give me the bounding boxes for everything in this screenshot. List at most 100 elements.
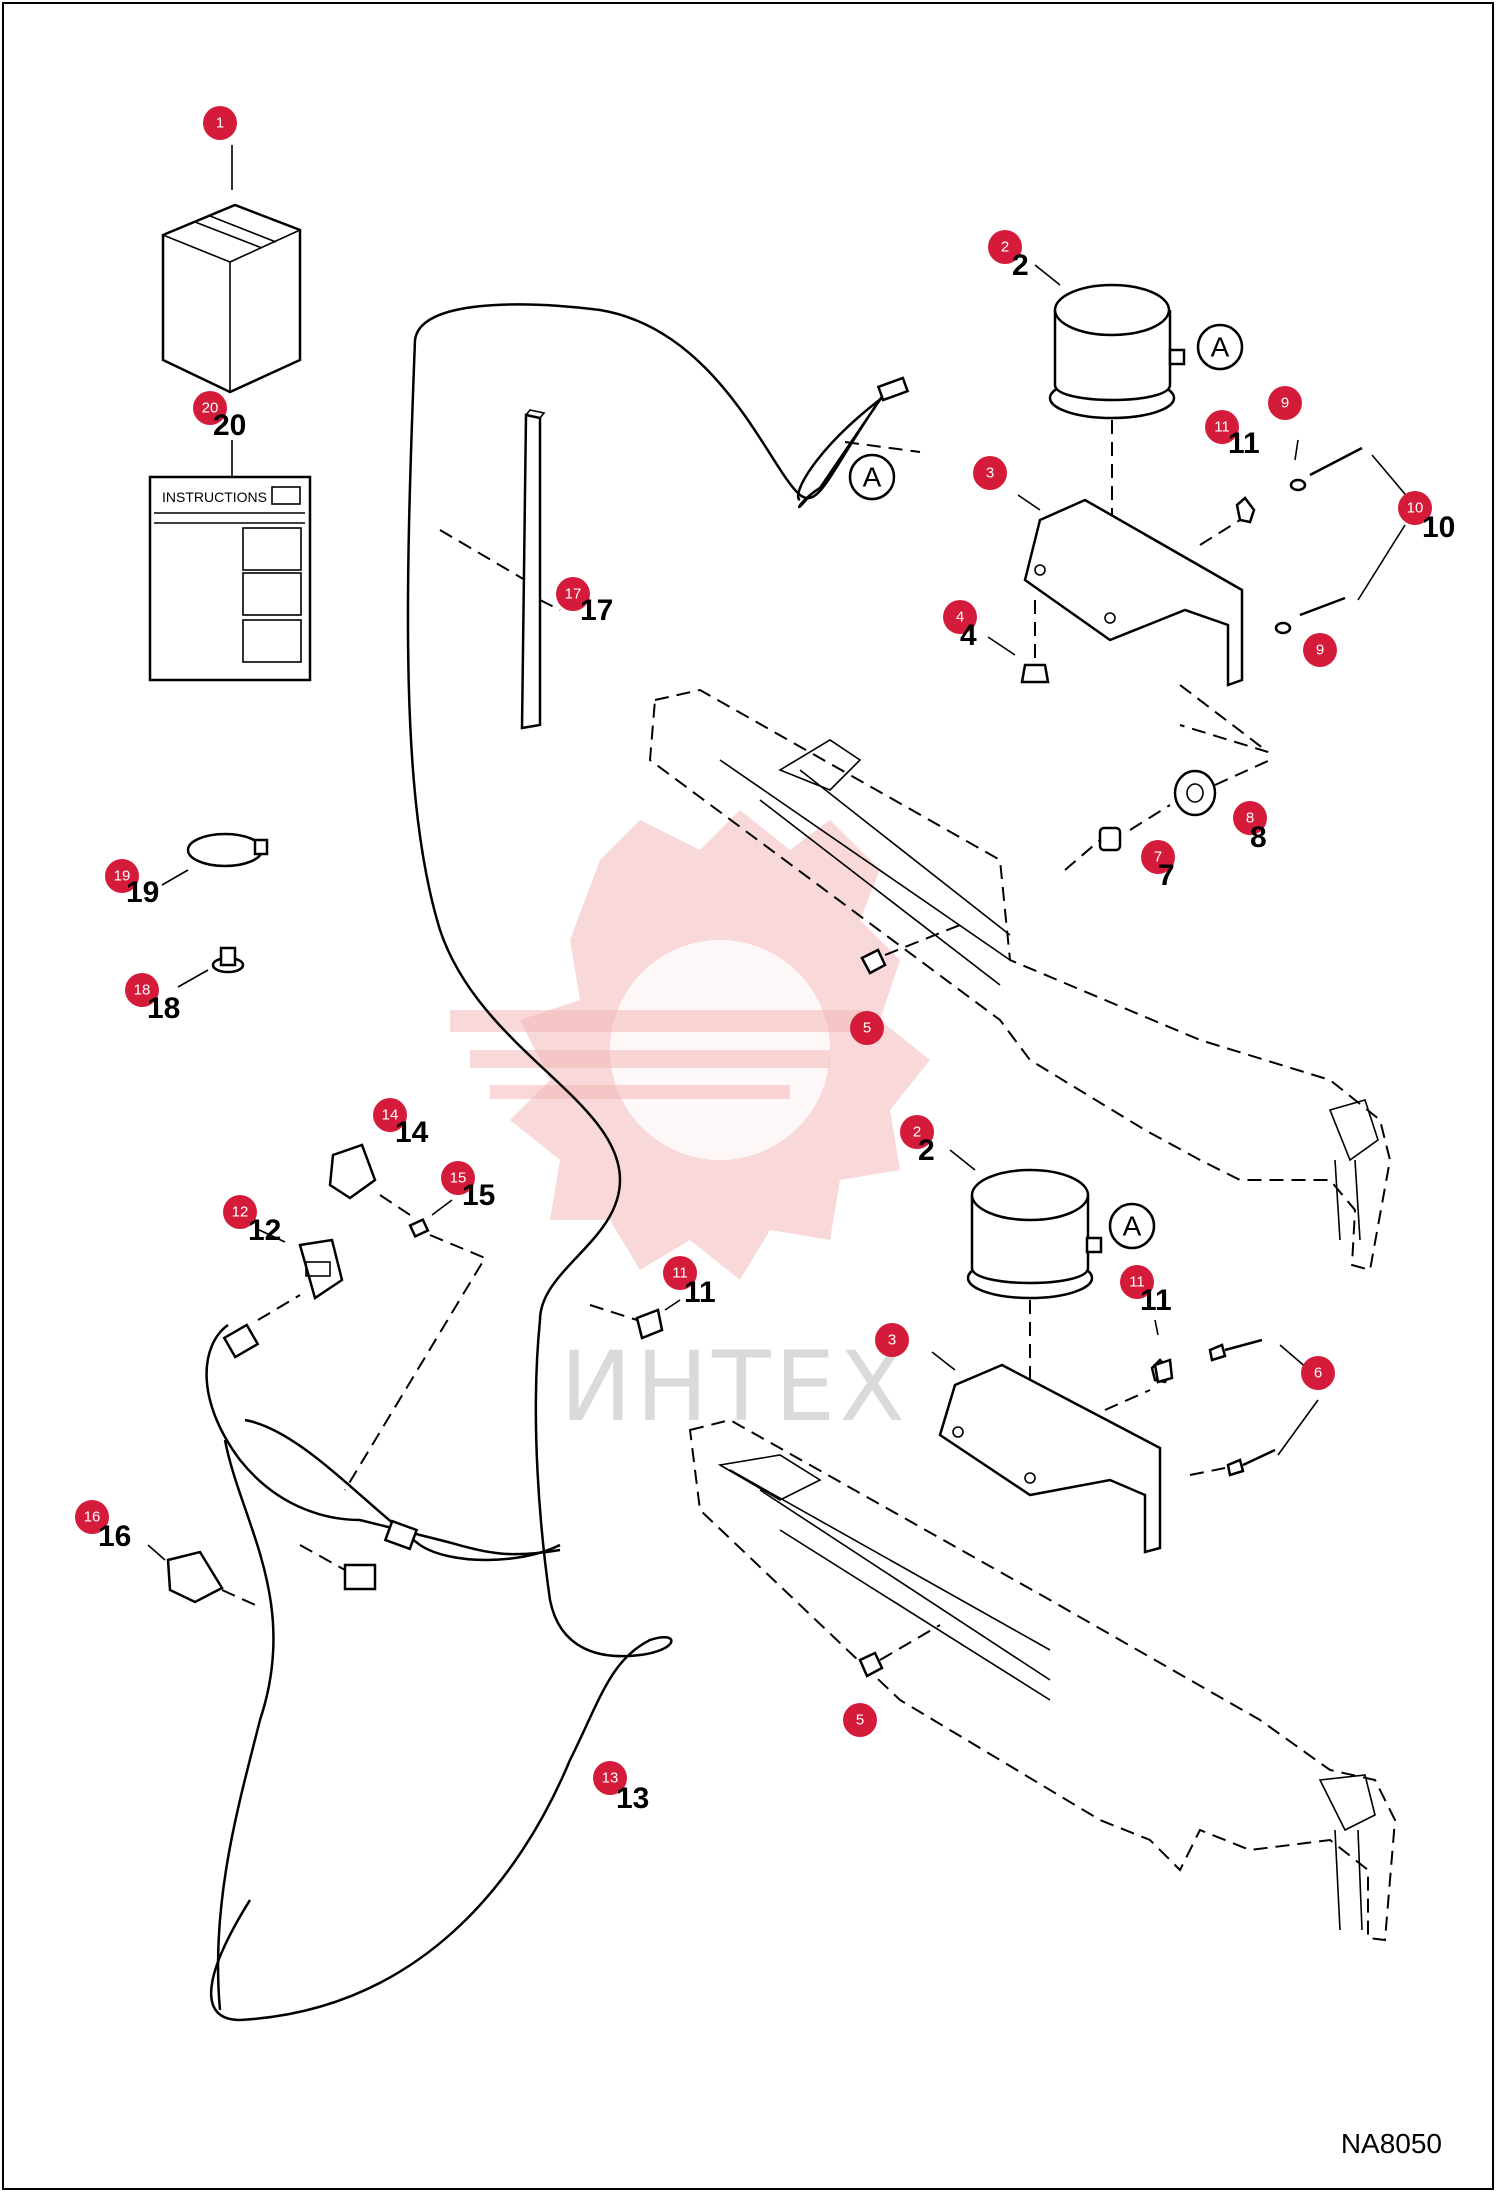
svg-text:5: 5	[863, 1020, 871, 1037]
printed-part-labels: 20 2 11 10 17 4 8 7 19 18 14 2 15 12 11 …	[98, 249, 1455, 1815]
svg-text:7: 7	[1154, 849, 1162, 866]
relay-socket	[147, 1544, 263, 1609]
badge-part-14: 14	[373, 1098, 407, 1132]
badge-part-16: 16	[75, 1500, 109, 1534]
callout-a-cable: A	[848, 453, 896, 501]
badge-part-15: 15	[441, 1161, 475, 1195]
callout-a-label-1: A	[1211, 332, 1230, 363]
cable-tie	[161, 832, 269, 886]
fuse	[344, 1199, 487, 1491]
badge-part-13: 13	[593, 1761, 627, 1795]
badge-part-2-upper: 2	[988, 230, 1022, 264]
svg-text:14: 14	[382, 1107, 399, 1124]
foam-strip	[439, 409, 561, 730]
svg-text:1: 1	[216, 115, 224, 132]
badge-part-11-upper: 11	[1205, 410, 1239, 444]
badge-part-3-lower: 3	[875, 1323, 909, 1357]
harness-connector	[254, 1227, 344, 1321]
carton-box	[161, 145, 302, 394]
badge-part-6: 6	[1301, 1356, 1335, 1390]
lower-beacon: A	[949, 1149, 1156, 1435]
label-15: 15	[462, 1179, 495, 1212]
svg-text:3: 3	[986, 465, 994, 482]
label-2-upper: 2	[1012, 249, 1029, 282]
badge-part-7: 7	[1141, 840, 1175, 874]
svg-text:9: 9	[1316, 642, 1324, 659]
svg-text:19: 19	[114, 868, 131, 885]
callout-a-label-cable: A	[863, 462, 882, 493]
svg-text:4: 4	[956, 609, 964, 626]
upper-rail-frame	[648, 688, 1392, 1272]
badge-part-12: 12	[223, 1195, 257, 1229]
badge-part-11-lower: 11	[1120, 1265, 1154, 1299]
label-19: 19	[126, 876, 159, 909]
svg-text:16: 16	[84, 1509, 101, 1526]
lower-rail-frame	[688, 1418, 1397, 1942]
callout-a-circle-1	[1196, 323, 1244, 371]
label-13: 13	[616, 1782, 649, 1815]
push-rivet	[177, 946, 245, 988]
svg-text:20: 20	[202, 400, 219, 417]
watermark-text: ИНТЕХ	[560, 1331, 909, 1443]
label-20: 20	[213, 409, 246, 442]
label-11-upper: 11	[1228, 427, 1260, 460]
svg-text:12: 12	[232, 1204, 249, 1221]
label-11-cable: 11	[684, 1276, 716, 1309]
svg-text:13: 13	[602, 1770, 619, 1787]
instructions-title: INSTRUCTIONS	[162, 489, 267, 505]
label-2-lower: 2	[918, 1134, 935, 1167]
svg-text:15: 15	[450, 1170, 467, 1187]
label-7: 7	[1158, 859, 1175, 892]
upper-bolts	[1199, 439, 1411, 635]
svg-text:3: 3	[888, 1332, 896, 1349]
badge-part-9-bottom: 9	[1303, 633, 1337, 667]
cable-clamp	[589, 1299, 681, 1340]
label-4: 4	[960, 619, 977, 652]
upper-beacon: A	[1034, 264, 1244, 560]
svg-text:5: 5	[856, 1712, 864, 1729]
label-14: 14	[395, 1116, 429, 1149]
svg-text:9: 9	[1281, 395, 1289, 412]
svg-text:18: 18	[134, 982, 151, 999]
label-8: 8	[1250, 821, 1267, 854]
callout-a-label-2: A	[1123, 1211, 1142, 1242]
badge-part-2-lower: 2	[900, 1115, 934, 1149]
label-11-lower: 11	[1140, 1284, 1172, 1317]
power-cable	[210, 303, 921, 2022]
svg-text:2: 2	[913, 1124, 921, 1141]
instruction-sheet: INSTRUCTIONS	[148, 440, 312, 682]
badge-part-9-top: 9	[1268, 386, 1302, 420]
badge-part-10: 10	[1398, 491, 1432, 525]
badge-part-5-upper: 5	[850, 1011, 884, 1045]
svg-text:6: 6	[1314, 1365, 1322, 1382]
badge-part-5-lower: 5	[843, 1703, 877, 1737]
svg-text:11: 11	[1214, 419, 1230, 436]
badge-part-18: 18	[125, 973, 159, 1007]
label-10: 10	[1422, 511, 1455, 544]
callout-a-circle-2	[1108, 1202, 1156, 1250]
svg-text:11: 11	[672, 1265, 688, 1282]
watermark-gear-logo: ИНТЕХ	[450, 810, 930, 1443]
upper-grommet	[987, 600, 1050, 684]
part-badges: 1 2 3 4 5 2 3 5 6 7 8 9 9 10 11 11 11 12…	[75, 106, 1432, 1795]
badge-part-19: 19	[105, 859, 139, 893]
svg-text:2: 2	[1001, 239, 1009, 256]
badge-part-8: 8	[1233, 801, 1267, 835]
svg-text:17: 17	[565, 586, 582, 603]
badge-part-11-cable: 11	[663, 1256, 697, 1290]
lower-clamp	[1153, 1358, 1174, 1384]
svg-text:8: 8	[1246, 810, 1254, 827]
relay	[328, 1143, 411, 1216]
svg-text:10: 10	[1407, 500, 1424, 517]
badge-part-17: 17	[556, 577, 590, 611]
badge-part-4: 4	[943, 600, 977, 634]
label-16: 16	[98, 1520, 131, 1553]
label-18: 18	[147, 992, 180, 1025]
lower-bracket	[931, 1351, 1162, 1554]
label-12: 12	[248, 1214, 281, 1247]
svg-text:11: 11	[1129, 1274, 1145, 1291]
drawing-code: NA8050	[1340, 2128, 1442, 2159]
upper-bracket	[1017, 494, 1244, 687]
badge-part-3-upper: 3	[973, 456, 1007, 490]
